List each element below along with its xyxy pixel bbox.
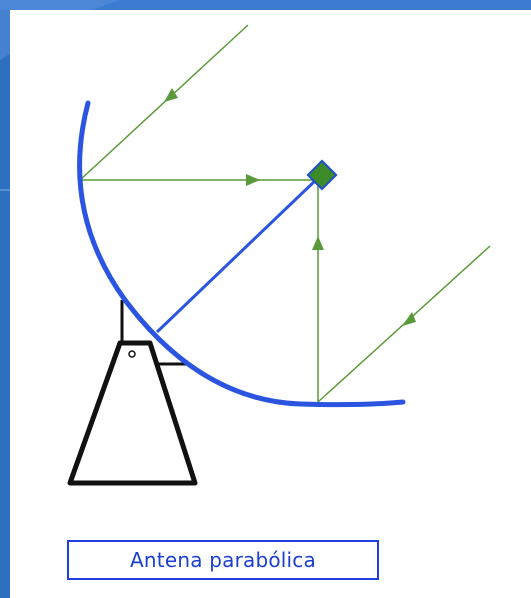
ray-arrow-icon: [164, 88, 178, 102]
ray-arrow-icon: [246, 174, 260, 186]
caption-label: Antena parabólica: [130, 548, 316, 572]
content-panel: [10, 10, 531, 598]
feed-support-line: [155, 176, 320, 334]
incoming-rays: [79, 24, 491, 403]
ray-arrow-icon: [312, 236, 324, 250]
parabolic-dish-icon: [77, 100, 406, 408]
caption-box: Antena parabólica: [67, 540, 379, 580]
ray-arrow-icon: [402, 312, 416, 326]
ray-upper-incoming: [79, 24, 249, 181]
mount-stand-icon: [67, 300, 198, 486]
feed-horn-icon: [306, 159, 338, 191]
